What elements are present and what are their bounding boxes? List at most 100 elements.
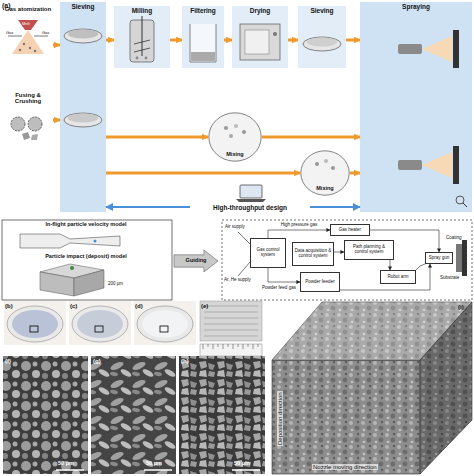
edge-label: Powder feed gas xyxy=(261,286,297,291)
atomizer-art xyxy=(23,43,25,45)
annotation: Ar, He supply xyxy=(224,278,251,283)
annotation: Gas xyxy=(42,31,49,35)
flow-arrow xyxy=(170,39,182,42)
system-box: Spray gun xyxy=(425,252,453,264)
annotation: 200 μm xyxy=(108,282,123,287)
powder-photo xyxy=(12,310,58,338)
flow-arrow xyxy=(53,44,60,47)
system-box: Data acquisition & control system xyxy=(292,242,334,266)
annotation: 50 μm xyxy=(58,461,74,467)
flow-arrow xyxy=(346,39,360,42)
panel-label: (b) xyxy=(5,303,13,309)
coating-photo xyxy=(203,344,258,349)
stage-band: Sieving xyxy=(60,2,106,212)
flow-arrow xyxy=(268,268,300,282)
coating-photo xyxy=(204,306,258,336)
flow-arrow xyxy=(106,39,114,42)
flow-arrow xyxy=(53,119,60,122)
annotation: Air supply xyxy=(225,225,245,230)
sem-image xyxy=(3,356,265,474)
panel-label: (f) xyxy=(5,358,11,364)
model-art xyxy=(40,272,74,296)
flow-arrow xyxy=(334,252,344,253)
system-art xyxy=(238,232,250,276)
node-label: Mixing xyxy=(316,186,333,192)
coating-photo xyxy=(200,344,262,356)
flow-arrow xyxy=(106,136,208,139)
atomizer-art xyxy=(12,30,44,54)
process-step: Drying xyxy=(232,6,288,68)
coating-cube xyxy=(272,302,472,360)
panel-label: (a) xyxy=(2,2,11,9)
guide-arrow: Guiding xyxy=(174,250,218,272)
powder-photo xyxy=(137,306,193,342)
annotation: 50 μm xyxy=(234,461,250,467)
laptop-icon xyxy=(236,185,266,202)
node-label: Data acquisition & control system xyxy=(294,249,332,258)
node-label: Robot arm xyxy=(387,275,408,280)
node-label: Guiding xyxy=(186,258,207,264)
node-label: Gas heater xyxy=(339,228,361,233)
annotation: Coating xyxy=(446,236,462,241)
coating-cube xyxy=(272,302,472,360)
panel-label: (h) xyxy=(181,358,189,364)
mixer-node: Mixing xyxy=(300,150,350,196)
sem-image xyxy=(91,356,176,474)
panel-label: (c) xyxy=(70,303,77,309)
powder-photo xyxy=(69,301,131,345)
atomizer-art xyxy=(18,20,38,30)
model-art xyxy=(94,240,97,243)
coating-photo xyxy=(200,301,262,341)
node-label: Drying xyxy=(250,8,271,15)
mixer-outline xyxy=(301,151,349,195)
atomizer-art xyxy=(29,47,31,49)
annotation: Gas xyxy=(6,31,13,35)
flow-arrow xyxy=(310,206,360,208)
panel-label: (d) xyxy=(135,303,143,309)
flow-arrow xyxy=(268,230,330,238)
crusher-art xyxy=(22,132,30,140)
flow-arrow xyxy=(416,264,425,270)
node-label: Particle impact (deposit) model xyxy=(45,254,127,260)
crusher-art xyxy=(11,117,25,131)
node-label: Sieving xyxy=(71,4,94,11)
annotation: Melt xyxy=(22,22,30,26)
coating-cube xyxy=(420,302,472,474)
coating-photo xyxy=(200,301,262,356)
atomizer-art xyxy=(19,49,21,51)
powder-photo xyxy=(30,326,38,332)
process-step: Milling xyxy=(114,6,170,68)
coating-cube xyxy=(420,302,472,474)
node-label: Fusing & Crushing xyxy=(3,92,53,105)
node-label: Gas atomization xyxy=(5,6,51,12)
powder-photo xyxy=(4,301,66,345)
process-step: Sieving xyxy=(298,6,346,68)
crusher-art xyxy=(31,134,38,140)
system-art xyxy=(462,240,467,276)
coating-cube xyxy=(272,360,420,474)
model-art xyxy=(40,264,104,278)
stage-band: Spraying xyxy=(360,2,472,212)
powder-photo xyxy=(142,310,188,338)
sem-image xyxy=(56,469,260,471)
crusher-art xyxy=(28,117,42,131)
atomizer-art xyxy=(8,36,48,37)
panel-label: (e) xyxy=(201,303,208,309)
model-art xyxy=(2,220,172,300)
system-art xyxy=(456,244,462,272)
node-label: Filtering xyxy=(190,8,216,15)
annotation: Nozzle moving direction xyxy=(312,464,378,470)
sem-image xyxy=(179,356,265,474)
system-box: Path planning & control system xyxy=(344,240,394,260)
annotation: 50 μm xyxy=(146,461,162,467)
flow-arrow xyxy=(288,39,298,42)
model-art xyxy=(70,266,74,270)
powder-photo xyxy=(134,301,196,345)
node-label: Spraying xyxy=(402,4,430,11)
node-label: Spray gun xyxy=(429,256,450,261)
laptop-icon xyxy=(236,199,266,202)
system-box: Gas heater xyxy=(330,224,370,236)
system-box: Powder feeder xyxy=(300,272,340,292)
coating-cube xyxy=(272,302,472,474)
